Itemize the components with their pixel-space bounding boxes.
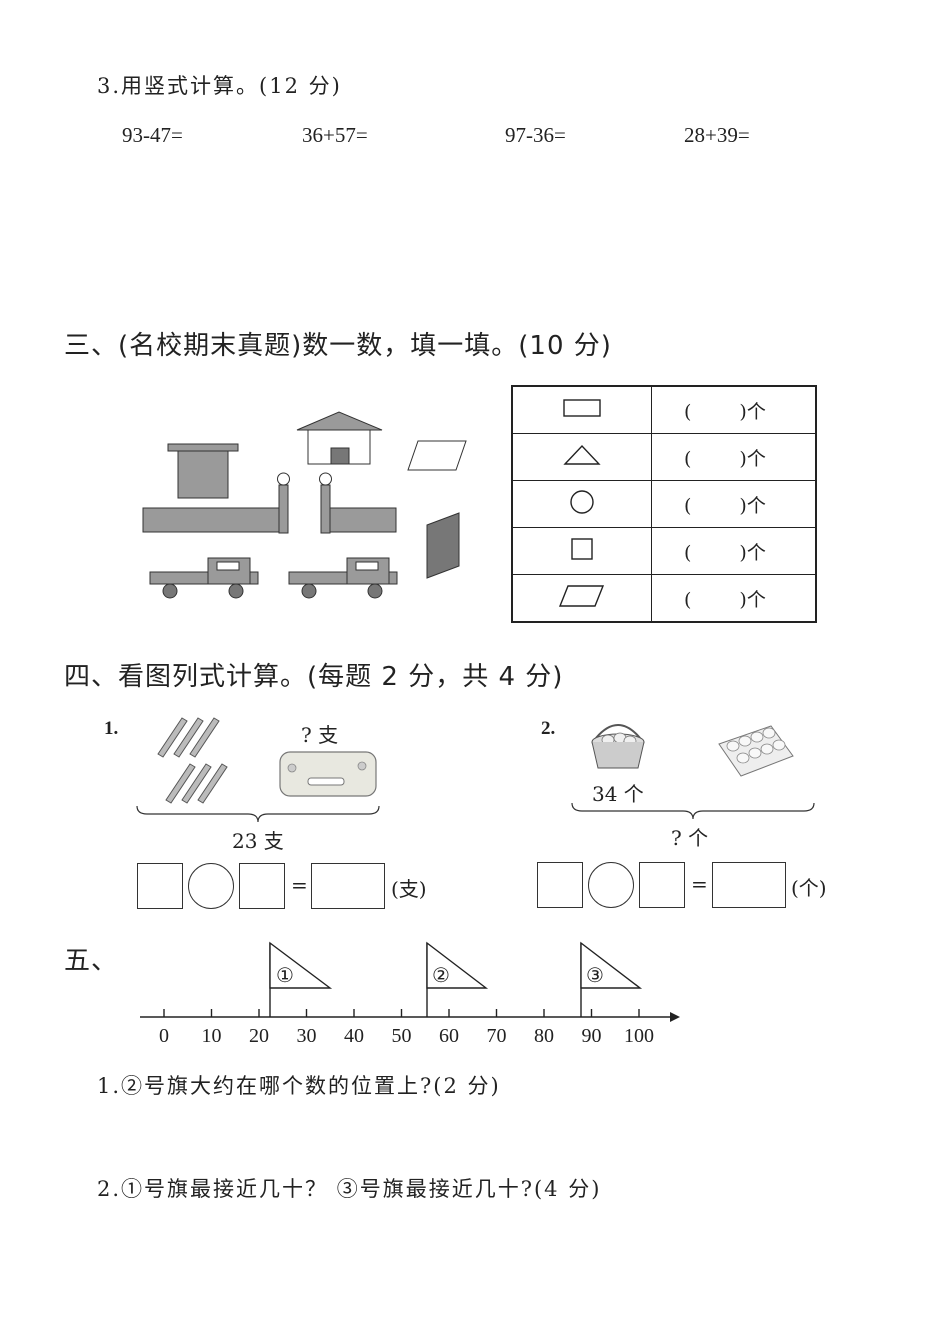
- pencils-icon: [157, 717, 228, 804]
- house-roof-shape: [296, 411, 383, 431]
- gate-bar-right-shape: [329, 507, 397, 533]
- tick-label: 100: [624, 1025, 654, 1047]
- answer-paren-open: (: [684, 400, 692, 423]
- result-box-1[interactable]: [311, 863, 385, 909]
- truck-1-wheel-1-shape: [162, 583, 178, 599]
- brace-2-icon: [571, 802, 815, 820]
- question-3-title: 3.用竖式计算。(12 分): [97, 74, 342, 98]
- table-row: ( )个: [511, 385, 817, 434]
- tick-label: 30: [297, 1025, 317, 1047]
- tick-label: 40: [344, 1025, 364, 1047]
- table-row: ( )个: [511, 480, 817, 528]
- answer-paren-open: (: [684, 494, 692, 517]
- circle-icon: [570, 489, 594, 514]
- pencil-case-icon: [279, 751, 377, 797]
- table-row: ( )个: [511, 527, 817, 575]
- question-5-1: 1.②号旗大约在哪个数的位置上?(2 分): [97, 1074, 501, 1098]
- answer-box-2b[interactable]: [639, 862, 685, 908]
- rectangle-icon: [563, 398, 601, 417]
- answer-blank-unit[interactable]: )个: [739, 447, 766, 470]
- tick-label: 80: [534, 1025, 554, 1047]
- brace-1-icon: [136, 805, 380, 823]
- answer-paren-open: (: [684, 447, 692, 470]
- problem-2-known: 34 个: [592, 782, 644, 806]
- house-door-shape: [330, 447, 350, 465]
- answer-paren-open: (: [684, 588, 692, 611]
- problem-2-number: 2.: [541, 718, 556, 739]
- shapes-picture: [142, 411, 467, 599]
- table-row: ( )个: [511, 433, 817, 481]
- tick-label: 10: [202, 1025, 222, 1047]
- tick-label: 90: [582, 1025, 602, 1047]
- flag-1-label: ①: [276, 963, 294, 987]
- egg-basket-icon: [591, 724, 645, 769]
- egg-tray-icon: [718, 725, 794, 777]
- table-row: ( )个: [511, 574, 817, 623]
- tick-label: 0: [159, 1025, 169, 1047]
- expression-2: 36+57=: [302, 123, 368, 147]
- operator-circle-1[interactable]: [188, 863, 234, 909]
- equals-sign-1: =: [291, 873, 308, 897]
- truck-1-wheel-2-shape: [228, 583, 244, 599]
- expression-4: 28+39=: [684, 123, 750, 147]
- section-3-heading: 三、(名校期末真题)数一数，填一填。(10 分): [64, 331, 612, 361]
- answer-box-2a[interactable]: [537, 862, 583, 908]
- operator-circle-2[interactable]: [588, 862, 634, 908]
- answer-blank-unit[interactable]: )个: [739, 588, 766, 611]
- tick-label: 50: [392, 1025, 412, 1047]
- unit-label-1: (支): [391, 877, 427, 901]
- problem-1-number: 1.: [104, 718, 119, 739]
- table-body-shape: [177, 450, 229, 499]
- gate-ball-right-shape: [319, 472, 332, 486]
- problem-2-question: ? 个: [671, 826, 709, 850]
- truck-2-wheel-1-shape: [301, 583, 317, 599]
- gate-ball-left-shape: [277, 472, 290, 486]
- number-line-figure: ① ② ③ 0 10 20 30 40 50 60 70 80 90 100: [140, 941, 680, 1047]
- table-top-shape: [167, 443, 239, 452]
- answer-blank-unit[interactable]: )个: [739, 541, 766, 564]
- tall-parallelogram-shape: [426, 512, 460, 579]
- problem-1-total: 23 支: [232, 829, 284, 853]
- gate-post-right-shape: [320, 484, 331, 534]
- tick-label: 20: [249, 1025, 269, 1047]
- count-table: ( )个 ( )个 ( )个 ( )个 ( )个: [511, 385, 817, 623]
- flag-2-label: ②: [432, 963, 450, 987]
- problem-1-question: ? 支: [301, 723, 339, 747]
- flag-3-label: ③: [586, 963, 604, 987]
- tick-label: 60: [439, 1025, 459, 1047]
- answer-blank-unit[interactable]: )个: [739, 400, 766, 423]
- equals-sign-2: =: [691, 872, 708, 896]
- tick-label: 70: [487, 1025, 507, 1047]
- triangle-icon: [563, 444, 601, 465]
- section-4-heading: 四、看图列式计算。(每题 2 分，共 4 分): [64, 662, 564, 692]
- parallelogram-shape: [407, 440, 467, 471]
- gate-post-left-shape: [278, 484, 289, 534]
- expression-1: 93-47=: [122, 123, 183, 147]
- answer-box-1a[interactable]: [137, 863, 183, 909]
- truck-2-wheel-2-shape: [367, 583, 383, 599]
- square-icon: [571, 537, 593, 560]
- question-5-2: 2.①号旗最接近几十？ ③号旗最接近几十?(4 分): [97, 1177, 602, 1201]
- gate-bar-left-shape: [142, 507, 281, 533]
- expression-3: 97-36=: [505, 123, 566, 147]
- unit-label-2: (个): [791, 876, 827, 900]
- answer-paren-open: (: [684, 541, 692, 564]
- section-5-heading: 五、: [64, 946, 119, 976]
- parallelogram-icon: [558, 584, 605, 607]
- result-box-2[interactable]: [712, 862, 786, 908]
- answer-box-1b[interactable]: [239, 863, 285, 909]
- answer-blank-unit[interactable]: )个: [739, 494, 766, 517]
